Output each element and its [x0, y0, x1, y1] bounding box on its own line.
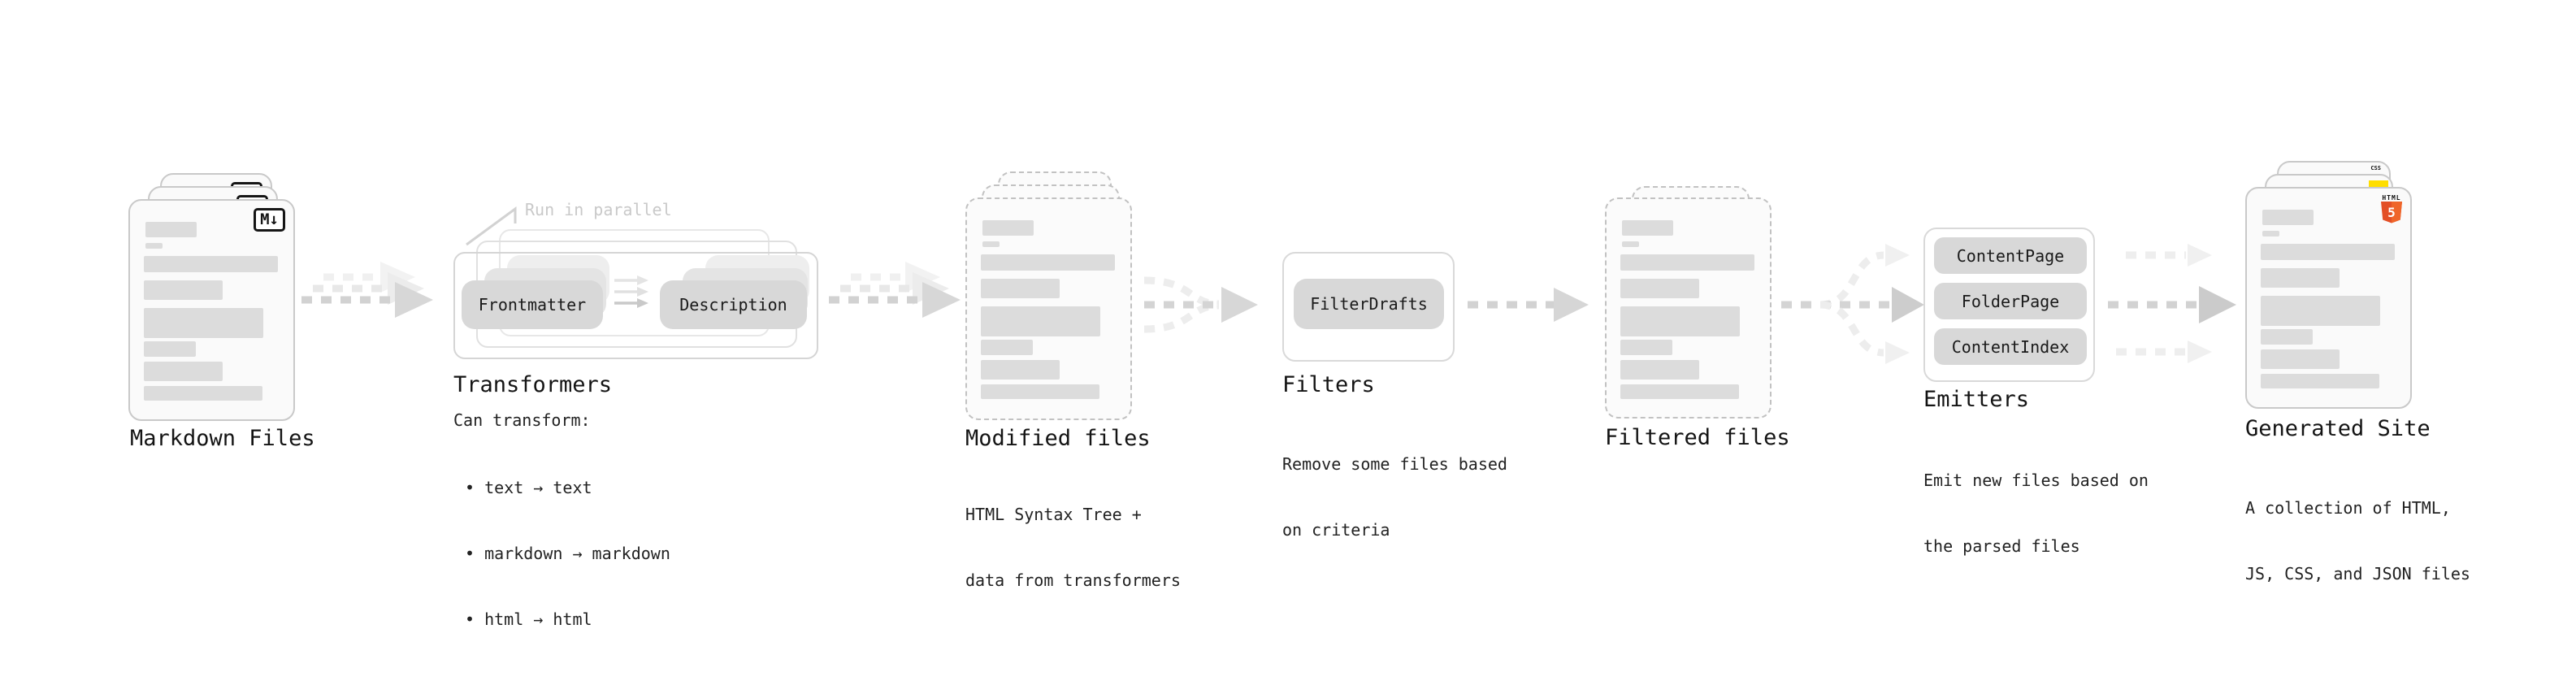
markdown-files-label: Markdown Files	[130, 426, 315, 451]
placeholder-bar	[2261, 329, 2313, 345]
generated-file-card-html: HTML 5	[2245, 187, 2412, 409]
modified-file-card-front	[965, 197, 1132, 420]
svg-text:5: 5	[2387, 205, 2396, 220]
placeholder-bar	[2261, 349, 2340, 369]
placeholder-bar	[2261, 268, 2340, 288]
modified-files-label: Modified files	[965, 426, 1151, 451]
css-icon-label: CSS	[2370, 165, 2381, 171]
arrow-filters-to-filtered	[1468, 288, 1589, 322]
filtered-files-label: Filtered files	[1605, 425, 1790, 450]
placeholder-bar	[144, 280, 223, 300]
placeholder-bar	[1622, 241, 1639, 247]
placeholder-bar	[1620, 254, 1754, 271]
transformers-bullets: • text → text • markdown → markdown • ht…	[465, 433, 670, 674]
transformer-pill-description: Description	[660, 280, 807, 329]
placeholder-bar	[982, 220, 1034, 236]
transformer-pill-frontmatter: Frontmatter	[462, 280, 603, 329]
emitters-label: Emitters	[1923, 387, 2030, 412]
placeholder-bar	[145, 243, 163, 249]
emitters-subtitle: Emit new files based on the parsed files	[1923, 426, 2149, 601]
modified-files-subtitle: HTML Syntax Tree + data from transformer…	[965, 460, 1181, 635]
arrow-emitters-to-generated	[2108, 244, 2236, 363]
placeholder-bar	[144, 362, 223, 381]
placeholder-bar	[1620, 279, 1699, 298]
placeholder-bar	[981, 279, 1060, 298]
bullet-item: • text → text	[465, 478, 592, 497]
placeholder-bar	[981, 384, 1099, 399]
placeholder-bar	[981, 306, 1100, 336]
arrow-transformers-to-modified	[829, 262, 961, 318]
generated-site-label: Generated Site	[2245, 416, 2431, 441]
placeholder-bar	[1620, 306, 1740, 336]
placeholder-bar	[981, 340, 1033, 355]
filters-subtitle: Remove some files based on criteria	[1282, 410, 1507, 585]
html5-icon-label: HTML	[2382, 194, 2401, 202]
placeholder-bar	[144, 341, 196, 357]
subtitle-line: JS, CSS, and JSON files	[2245, 564, 2470, 583]
placeholder-bar	[981, 254, 1115, 271]
placeholder-bar	[145, 222, 197, 237]
placeholder-bar	[144, 308, 263, 338]
html5-icon: HTML 5	[2380, 194, 2403, 223]
placeholder-bar	[2261, 374, 2379, 388]
filters-label: Filters	[1282, 372, 1375, 397]
markdown-file-card-front: M↓	[128, 199, 295, 421]
markdown-icon: M↓	[254, 208, 285, 232]
html5-shield: 5	[2381, 202, 2402, 223]
generated-site-subtitle: A collection of HTML, JS, CSS, and JSON …	[2245, 453, 2470, 629]
run-in-parallel-annotation: Run in parallel	[525, 200, 672, 219]
transformers-label: Transformers	[453, 372, 613, 397]
subtitle-line: the parsed files	[1923, 536, 2080, 556]
arrow-filtered-to-emitters	[1781, 244, 1924, 364]
placeholder-bar	[982, 241, 1000, 247]
arrow-modified-to-filters	[1143, 276, 1258, 333]
placeholder-bar	[1620, 340, 1672, 355]
subtitle-line: data from transformers	[965, 570, 1181, 590]
filtered-file-card-front	[1605, 197, 1772, 419]
emitter-pill-contentpage: ContentPage	[1934, 237, 2087, 274]
subtitle-line: HTML Syntax Tree +	[965, 505, 1142, 524]
arrow-markdown-to-transformers	[301, 262, 433, 318]
subtitle-line: A collection of HTML,	[2245, 498, 2451, 518]
bullet-item: • html → html	[465, 609, 592, 629]
placeholder-bar	[981, 360, 1060, 380]
placeholder-bar	[1620, 384, 1739, 399]
transformer-box-front	[453, 252, 818, 359]
filter-pill-filterdrafts: FilterDrafts	[1294, 279, 1444, 329]
placeholder-bar	[1620, 360, 1699, 380]
placeholder-bar	[2261, 244, 2395, 260]
css-file-icon: CSS	[2370, 166, 2381, 171]
placeholder-bar	[144, 386, 262, 401]
subtitle-line: on criteria	[1282, 520, 1390, 540]
placeholder-bar	[1622, 220, 1673, 236]
emitter-pill-contentindex: ContentIndex	[1934, 328, 2087, 365]
placeholder-bar	[2262, 210, 2314, 225]
placeholder-bar	[2261, 296, 2380, 326]
subtitle-line: Emit new files based on	[1923, 471, 2149, 490]
placeholder-bar	[144, 256, 278, 272]
transformers-subtitle: Can transform:	[453, 410, 591, 430]
subtitle-line: Remove some files based	[1282, 454, 1507, 474]
emitter-pill-folderpage: FolderPage	[1934, 283, 2087, 319]
bullet-item: • markdown → markdown	[465, 544, 670, 563]
placeholder-bar	[2262, 231, 2279, 236]
